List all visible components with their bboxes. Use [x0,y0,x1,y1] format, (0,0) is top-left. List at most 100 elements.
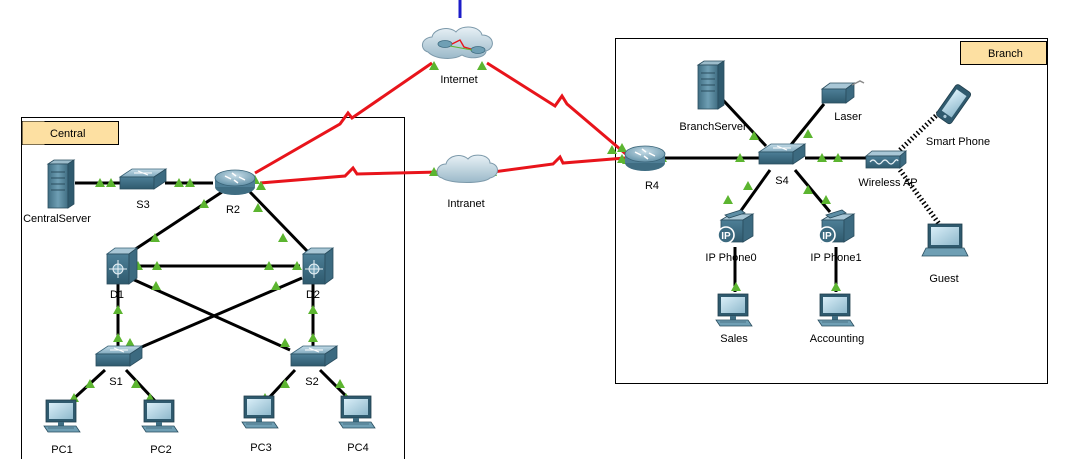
pc-icon [141,399,179,433]
switch-icon [757,143,807,165]
device-d1[interactable]: D1 [105,247,139,301]
device-wireless-ap[interactable]: Wireless AP [858,150,918,189]
switch-icon [289,345,339,367]
pc-icon [43,399,81,433]
intranet-cloud[interactable]: Intranet [436,154,498,210]
link-r2-internet [254,61,433,175]
link-up-indicator [607,145,617,154]
link-up-indicator [833,153,843,162]
link-up-indicator [723,195,733,204]
device-s3[interactable]: S3 [118,168,168,211]
link-laser-s4 [788,103,826,147]
device-label-pc1: PC1 [51,444,72,456]
device-accounting[interactable]: Accounting [810,293,864,345]
internet-label: Internet [440,74,477,86]
device-label-ip-phone0: IP Phone0 [705,252,756,264]
ip-phone-icon: IP [818,209,856,244]
wan-links [254,61,628,185]
device-smart-phone[interactable]: Smart Phone [926,83,990,148]
router-icon [214,169,256,195]
link-up-indicator [264,261,274,270]
link-up-indicator [429,61,439,70]
link-up-indicator [151,281,161,290]
branch-area: Branch [615,38,1048,384]
smartphone-icon [936,84,972,125]
device-s4[interactable]: S4 [757,143,807,187]
device-guest[interactable]: Guest [921,223,969,285]
device-label-pc3: PC3 [250,442,271,454]
wireless-links [897,108,945,230]
device-laser[interactable]: Laser [820,80,865,123]
device-label-d1: D1 [110,289,124,301]
laptop-icon [921,223,969,257]
link-up-indicator [477,61,487,70]
device-label-s4: S4 [775,175,788,187]
device-label-r2: R2 [226,204,240,216]
access-point-icon [864,150,908,169]
pc-icon [241,395,279,429]
link-up-indicator [278,233,288,242]
link-up-indicator [803,185,813,194]
ip-phone-badge: IP [822,231,832,242]
device-sales[interactable]: Sales [715,293,753,345]
link-up-indicator [152,261,162,270]
multilayer-switch-icon [105,247,139,285]
ip-phone-icon: IP [717,209,755,244]
link-up-indicator [271,281,281,290]
link-s4-ipphone0 [738,169,772,213]
router-icon [624,145,666,171]
device-r2[interactable]: R2 [214,169,256,216]
link-up-indicator [731,282,741,291]
device-d2[interactable]: D2 [301,247,335,301]
pc-icon [338,395,376,429]
device-pc1[interactable]: PC1 [43,399,81,456]
device-label-central-server: CentralServer [23,213,91,225]
device-pc2[interactable]: PC2 [141,399,179,456]
device-label-s2: S2 [305,376,318,388]
internet-cloud[interactable]: Internet [422,26,493,86]
device-branch-server[interactable]: BranchServer [679,60,747,133]
link-r2-d1 [127,190,223,256]
device-s1[interactable]: S1 [94,345,144,388]
device-label-s3: S3 [136,199,149,211]
device-pc3[interactable]: PC3 [241,395,279,454]
device-pc4[interactable]: PC4 [338,395,376,454]
device-label-pc4: PC4 [347,442,368,454]
link-up-indicator [831,282,841,291]
link-up-indicator [821,195,831,204]
device-label-laser: Laser [834,111,862,123]
link-up-indicator [617,143,627,152]
pc-icon [817,293,855,327]
device-label-guest: Guest [929,273,958,285]
central-area-label: Central [50,128,85,140]
link-up-indicator [113,305,123,314]
link-up-indicator [803,129,813,138]
server-icon [696,60,726,110]
link-up-indicator [429,167,439,176]
device-label-sales: Sales [720,333,748,345]
device-label-accounting: Accounting [810,333,864,345]
pc-icon [715,293,753,327]
link-up-indicator [253,203,263,212]
device-label-branch-server: BranchServer [679,121,747,133]
switch-icon [118,168,168,190]
device-label-d2: D2 [306,289,320,301]
device-s2[interactable]: S2 [289,345,339,388]
link-up-indicator [131,379,141,388]
link-up-indicator [817,153,827,162]
link-s4-ipphone1 [793,169,832,213]
link-up-indicator [256,181,266,190]
link-up-indicator [95,178,105,187]
link-up-indicator [280,338,290,347]
ip-phone-badge: IP [721,231,731,242]
device-r4[interactable]: R4 [624,145,666,192]
lan-links [68,98,866,404]
intranet-label: Intranet [447,198,484,210]
device-ip-phone0[interactable]: IP IP Phone0 [705,209,757,264]
link-up-indicator [735,153,745,162]
server-icon [46,159,76,209]
link-up-indicator [113,333,123,342]
device-central-server[interactable]: CentralServer [23,159,91,225]
